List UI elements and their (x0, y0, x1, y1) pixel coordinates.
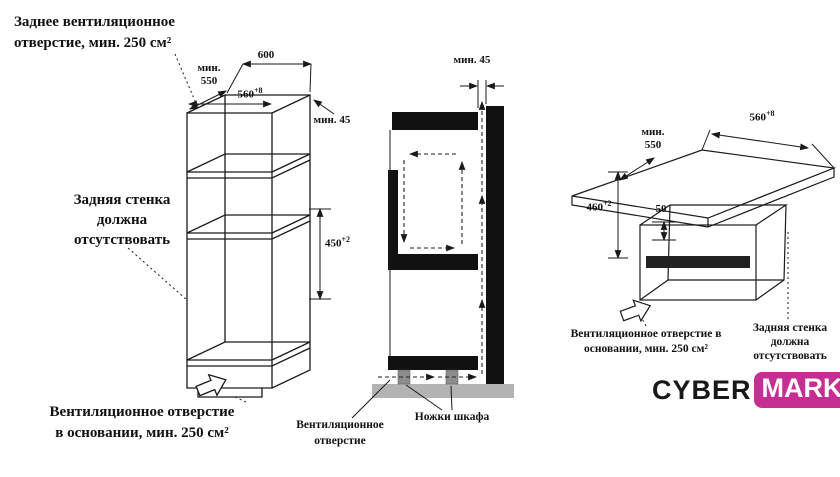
oven-vent-band (646, 256, 750, 268)
cabinet-dimension-lines (187, 60, 335, 301)
dim-niche-560-right: 560+8 (749, 109, 775, 124)
dim-gap-50: 50 (655, 203, 667, 215)
logo-text-market: MARKET (753, 372, 840, 408)
label-vent-opening: Вентиляционное отверстие (296, 419, 384, 447)
label-cabinet-legs: Ножки шкафа (414, 411, 490, 423)
watermark-logo: CYBER MARKET .BY (652, 372, 840, 408)
cabinet-leader-lines (127, 53, 247, 403)
logo-text-cyber: CYBER (652, 374, 752, 405)
dim-gap-min-45-middle: мин. 45 (453, 54, 491, 66)
dim-gap-min-45-left: мин. 45 (313, 114, 351, 126)
airflow-dashed-arrows (378, 100, 486, 381)
section-label-leaders (351, 379, 453, 419)
floor (372, 384, 514, 398)
note-back-wall-absent: Задняя стенка должна отсутствовать (73, 192, 171, 248)
section-dimension-lines (460, 80, 504, 108)
dim-height-450: 450+2 (325, 235, 351, 250)
dim-width-600: 600 (257, 49, 275, 61)
dim-niche-560: 560+8 (237, 86, 263, 101)
note-rear-vent: Заднее вентиляционное отверстие, мин. 25… (14, 14, 175, 51)
undercounter-dimension-lines (608, 129, 835, 260)
note-base-vent: Вентиляционное отверстие в основании, ми… (49, 404, 235, 441)
base-airflow-arrow-right (619, 299, 652, 323)
note-back-wall-absent-right: Задняя стенка должна отсутствовать (752, 322, 828, 362)
base-airflow-arrow-left (195, 373, 227, 397)
dim-depth-min-550-right: мин. 550 (641, 126, 665, 151)
undercounter-leader-lines (635, 232, 789, 327)
section-solid-parts (388, 106, 504, 384)
dim-depth-min-550: мин. 550 (197, 62, 221, 87)
dim-height-460: 460+2 (586, 199, 612, 214)
note-base-vent-right: Вентиляционное отверстие в основании, ми… (570, 328, 722, 355)
